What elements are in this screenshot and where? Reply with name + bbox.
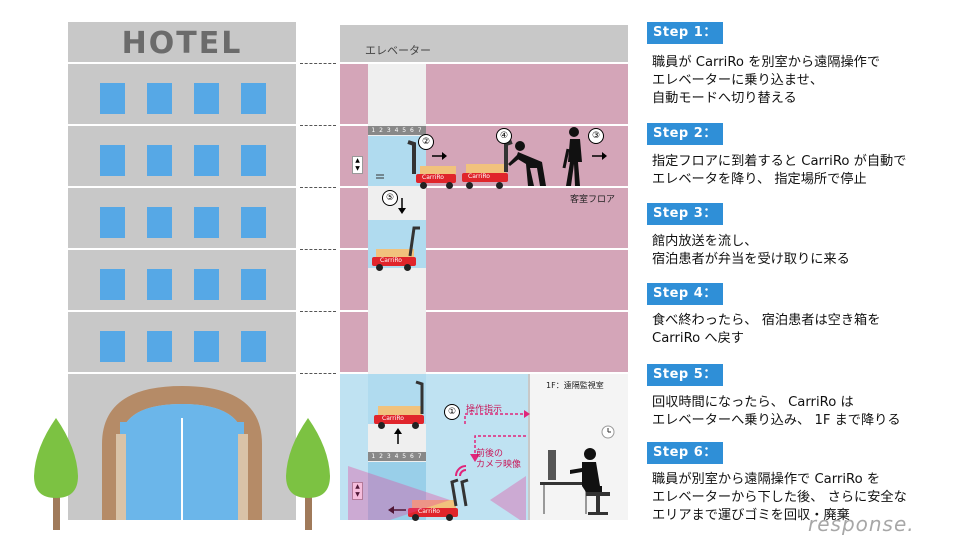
floor-connector <box>300 63 336 64</box>
step-line: CarriRo へ戻す <box>652 331 744 346</box>
cart-brand: CarriRo <box>382 415 404 422</box>
cart-brand: CarriRo <box>418 508 440 515</box>
tree-right <box>286 418 330 530</box>
step-line: 宿泊患者が弁当を受け取りに来る <box>652 252 850 267</box>
window <box>241 269 266 300</box>
pillar <box>238 434 248 520</box>
window <box>194 331 219 362</box>
window <box>147 269 172 300</box>
person-icon <box>562 127 582 186</box>
elevator-header <box>340 25 628 62</box>
step-line: 食べ終わったら、 宿泊患者は空き箱を <box>652 313 881 328</box>
hotel-floor <box>68 312 296 372</box>
cart-brand: CarriRo <box>468 173 490 180</box>
step-2-badge: Step 2： <box>647 123 723 145</box>
window <box>194 207 219 238</box>
window <box>100 207 125 238</box>
floor-connector <box>300 249 336 250</box>
window <box>241 331 266 362</box>
step-number: ② <box>418 134 434 150</box>
monitor-room-label: 1F：遠隔監視室 <box>546 381 604 390</box>
floor-indicator: 1 2 3 4 5 6 7 <box>368 126 426 135</box>
step-number: ③ <box>588 128 604 144</box>
camera-label-line1: 前後の <box>476 449 504 459</box>
call-button-icon: ▲▼ <box>352 156 363 174</box>
step-line: 回収時間になったら、 CarriRo は <box>652 395 854 410</box>
watermark: response. <box>808 512 915 536</box>
floor-connector <box>300 311 336 312</box>
cart-brand: CarriRo <box>380 257 402 264</box>
floor-indicator: 1 2 3 4 5 6 7 <box>368 452 426 461</box>
operator-scene <box>540 425 615 515</box>
signal-icon <box>455 465 467 477</box>
step-4-text: 食べ終わったら、 宿泊患者は空き箱を CarriRo へ戻す <box>652 312 880 348</box>
window <box>194 269 219 300</box>
window <box>147 145 172 176</box>
camera-label-line2: カメラ映像 <box>476 460 522 470</box>
step-6-badge: Step 6： <box>647 442 723 464</box>
step-line: エレベーターへ乗り込み、 1F まで降りる <box>652 413 901 428</box>
step-line: 指定フロアに到着すると CarriRo が自動で <box>652 154 907 169</box>
step-1-text: 職員が CarriRo を別室から遠隔操作で エレベーターに乗り込ませ、 自動モ… <box>652 54 880 108</box>
cart-brand: CarriRo <box>422 174 444 181</box>
step-line: エリアまで運びゴミを回収・廃棄 <box>652 508 850 523</box>
window <box>147 83 172 114</box>
window <box>100 83 125 114</box>
floor-connector <box>300 187 336 188</box>
pillar <box>116 434 126 520</box>
hotel-floor <box>68 126 296 186</box>
hotel-entrance <box>102 386 262 520</box>
step-line: エレベータを降り、 指定場所で停止 <box>652 172 867 187</box>
window <box>100 269 125 300</box>
step-number: ⑤ <box>382 190 398 206</box>
hotel-floor <box>68 188 296 248</box>
window <box>100 331 125 362</box>
window <box>100 145 125 176</box>
monitor-room <box>530 374 628 520</box>
floor-connector <box>300 125 336 126</box>
operation-label: 操作指示 <box>466 405 503 415</box>
window <box>194 145 219 176</box>
camera-beam <box>490 476 526 520</box>
camera-beam <box>348 466 450 520</box>
guest-floor-label: 客室フロア <box>570 195 616 205</box>
step-number: ④ <box>496 128 512 144</box>
step-2-text: 指定フロアに到着すると CarriRo が自動で エレベータを降り、 指定場所で… <box>652 153 906 189</box>
step-line: エレベーターから下した後、 さらに安全な <box>652 490 907 505</box>
step-line: 自動モードへ切り替える <box>652 91 797 106</box>
hotel-floor <box>68 250 296 310</box>
step-3-text: 館内放送を流し、 宿泊患者が弁当を受け取りに来る <box>652 233 850 269</box>
hotel-floor <box>68 64 296 124</box>
window <box>194 83 219 114</box>
step-line: 職員が別室から遠隔操作で CarriRo を <box>652 472 881 487</box>
step-4-badge: Step 4： <box>647 283 723 305</box>
call-button-icon: ▲▼ <box>352 482 363 500</box>
tree-left <box>34 418 78 530</box>
step-5-badge: Step 5： <box>647 364 723 386</box>
window <box>241 145 266 176</box>
elevator-label: エレベーター <box>365 44 431 57</box>
hotel-sign: HOTEL <box>68 22 296 62</box>
diagram-lines <box>348 127 607 520</box>
window <box>241 207 266 238</box>
step-6-text: 職員が別室から遠隔操作で CarriRo を エレベーターから下した後、 さらに… <box>652 471 907 525</box>
floor-connector <box>300 373 336 374</box>
step-3-badge: Step 3： <box>647 203 723 225</box>
window <box>147 331 172 362</box>
step-1-badge: Step 1： <box>647 22 723 44</box>
person-icon <box>508 141 546 186</box>
step-5-text: 回収時間になったら、 CarriRo は エレベーターへ乗り込み、 1F まで降… <box>652 394 901 430</box>
step-line: エレベーターに乗り込ませ、 <box>652 73 824 88</box>
step-line: 職員が CarriRo を別室から遠隔操作で <box>652 55 881 70</box>
window <box>241 83 266 114</box>
window <box>147 207 172 238</box>
step-number: ① <box>444 404 460 420</box>
step-line: 館内放送を流し、 <box>652 234 758 249</box>
monitor-icon <box>548 450 556 480</box>
